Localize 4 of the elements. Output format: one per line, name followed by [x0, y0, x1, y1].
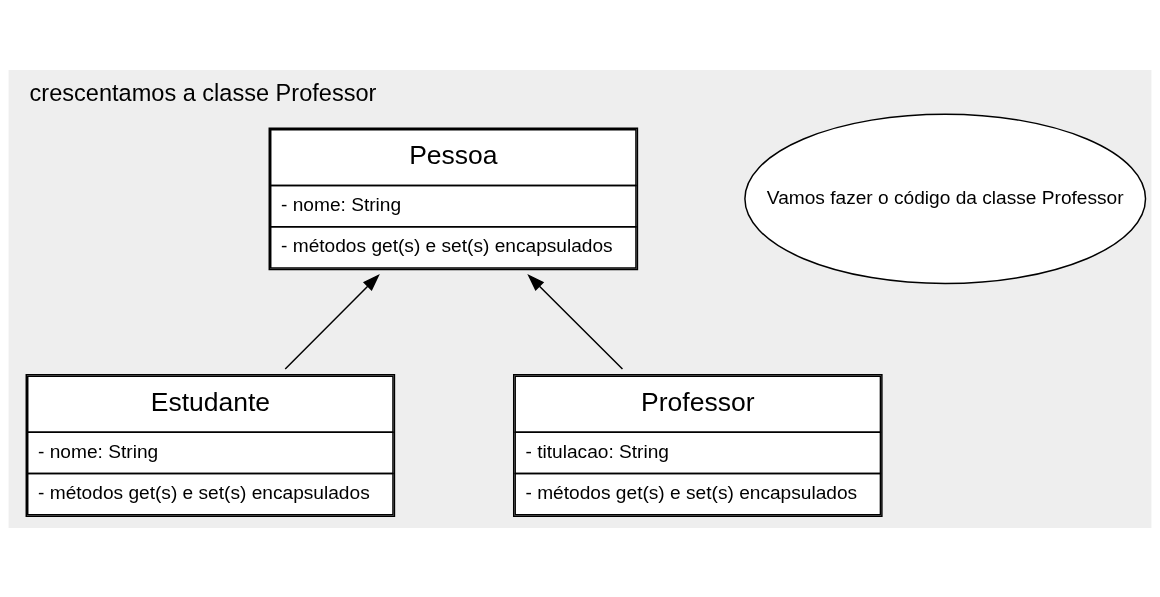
arrow — [284, 273, 380, 370]
node-ellipse: Vamos fazer o código da classe Professor — [744, 112, 1147, 284]
diagram-title: crescentamos a classe Professor — [29, 79, 377, 106]
arrow — [527, 273, 624, 370]
